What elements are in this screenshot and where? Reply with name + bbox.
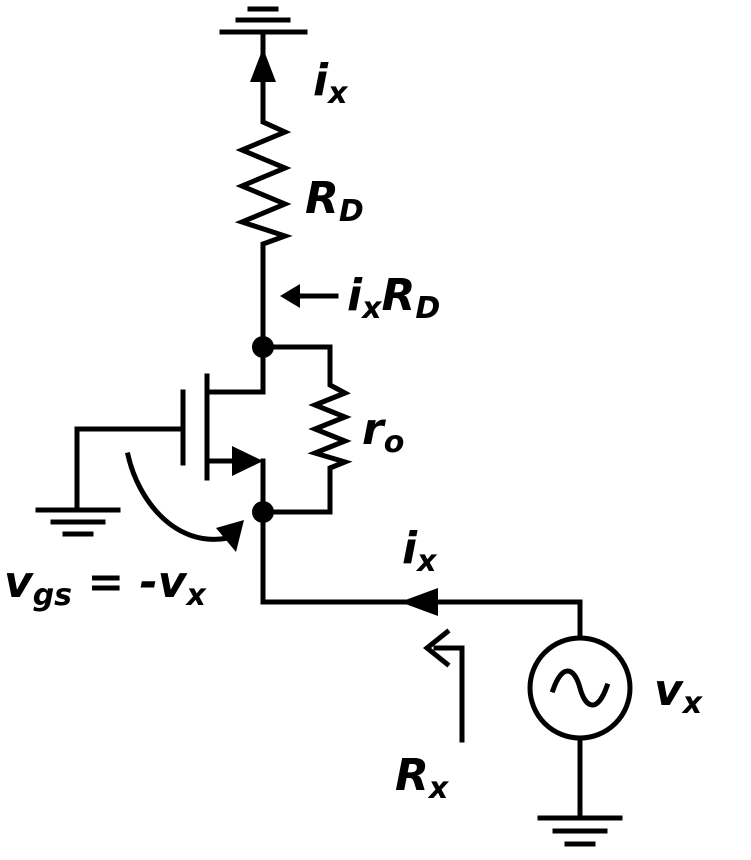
label-vx: vx bbox=[654, 665, 704, 721]
label-ixrd: ixRD bbox=[347, 270, 440, 326]
voltage-source-vx bbox=[527, 635, 633, 821]
label-ix-bottom: ix bbox=[402, 523, 438, 579]
label-ix-top: ix bbox=[313, 55, 349, 111]
label-rx: Rx bbox=[395, 750, 450, 806]
rx-arrow bbox=[422, 628, 465, 743]
ground-bottom bbox=[537, 815, 623, 847]
gate-ground bbox=[35, 426, 186, 537]
resistor-rd bbox=[234, 107, 293, 258]
label-rd: RD bbox=[305, 173, 364, 229]
vgs-arrow bbox=[125, 452, 244, 552]
ixrd-arrow bbox=[280, 284, 339, 308]
label-ro: ro bbox=[362, 404, 404, 460]
label-vgs: vgs = -vx bbox=[4, 557, 207, 613]
ix-top-arrow bbox=[250, 48, 276, 82]
resistor-ro bbox=[260, 344, 353, 515]
ix-bottom-arrow bbox=[400, 588, 438, 616]
mosfet bbox=[180, 344, 266, 515]
